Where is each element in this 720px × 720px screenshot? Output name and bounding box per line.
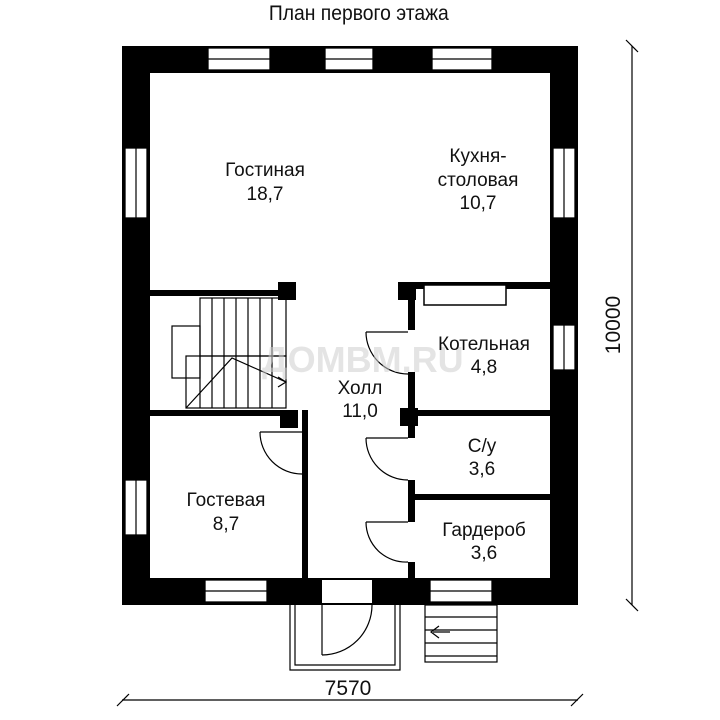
room-name-kitchen-line1: Кухня- [449,146,506,167]
room-area-boiler: 4,8 [471,357,497,378]
plan-title: План первого этажа [268,2,449,25]
room-area-wc: 3,6 [469,459,495,480]
room-area-hall: 11,0 [342,401,378,422]
room-area-kitchen: 10,7 [460,193,497,214]
entrance-porch [289,578,498,671]
dimension-height [625,39,639,612]
height-dimension-label: 10000 [602,296,625,354]
windows-right [552,147,576,371]
windows-bottom [204,579,493,603]
room-name-hall: Холл [338,378,383,399]
dimension-width [116,693,584,707]
room-name-gostinaya: Гостиная [225,160,305,181]
room-name-kitchen-line2: столовая [438,170,519,191]
interior-walls [150,282,550,580]
watermark: ДОМВМ.RU [262,339,464,380]
width-dimension-label: 7570 [325,677,372,700]
room-area-garderob: 3,6 [471,543,497,564]
doors [259,331,409,656]
room-name-boiler: Котельная [438,334,530,355]
staircase [171,297,288,409]
room-area-gostinaya: 18,7 [247,184,284,205]
room-name-garderob: Гардероб [442,520,526,541]
windows-left [124,147,148,536]
windows-top [207,47,493,71]
room-area-gostevaya: 8,7 [213,514,239,535]
room-name-wc: С/у [468,436,497,457]
room-name-gostevaya: Гостевая [187,490,266,511]
